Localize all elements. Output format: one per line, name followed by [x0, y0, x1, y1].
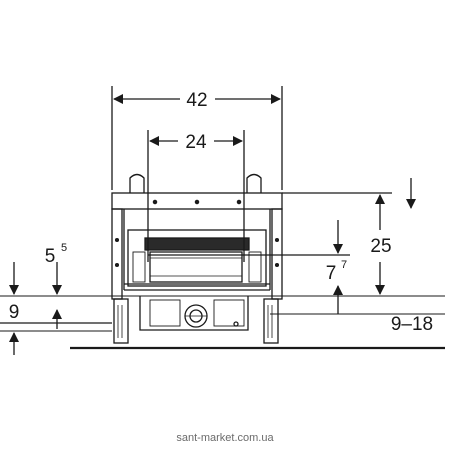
dimension-5-5-superscript: 5 [61, 242, 67, 254]
dimension-9-label: 9 [9, 302, 20, 323]
dimension-7-7-superscript: 7 [341, 259, 347, 271]
frame [111, 173, 283, 344]
dimension-25-label: 25 [370, 236, 391, 257]
watermark-text: sant-market.com.ua [176, 432, 274, 444]
dimension-42-label: 42 [186, 90, 207, 111]
dimension-24-label: 24 [185, 132, 207, 153]
drain-channel [127, 229, 267, 331]
dimension-5-5-label: 5 [45, 246, 56, 267]
dimension-lines [0, 86, 416, 355]
floor-lines [0, 295, 445, 350]
dimension-9-18-label: 9–18 [391, 314, 433, 335]
dimension-7-7-label: 7 [326, 263, 337, 284]
